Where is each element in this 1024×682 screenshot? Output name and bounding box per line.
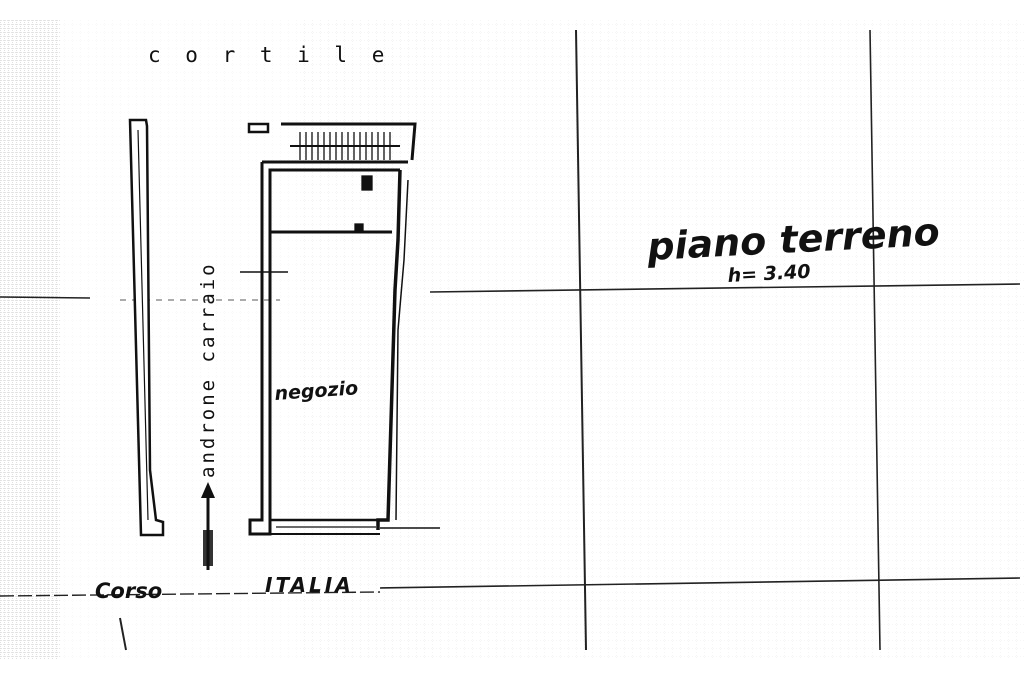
courtyard-label: c o r t i l e: [148, 43, 390, 67]
reference-cross-mark: [240, 252, 288, 290]
staircase-hatching: [290, 132, 400, 233]
street-label-italia: ITALIA: [265, 573, 354, 597]
left-boundary-wall: [128, 118, 165, 537]
floor-height-label: h= 3.40: [727, 261, 811, 287]
passage-label: androne carraio: [197, 261, 219, 478]
shop-unit-walls: [247, 122, 440, 536]
major-grid-lines: [0, 29, 1021, 651]
street-label-corso: Corso: [95, 579, 162, 603]
entry-arrow-icon: [201, 482, 215, 570]
